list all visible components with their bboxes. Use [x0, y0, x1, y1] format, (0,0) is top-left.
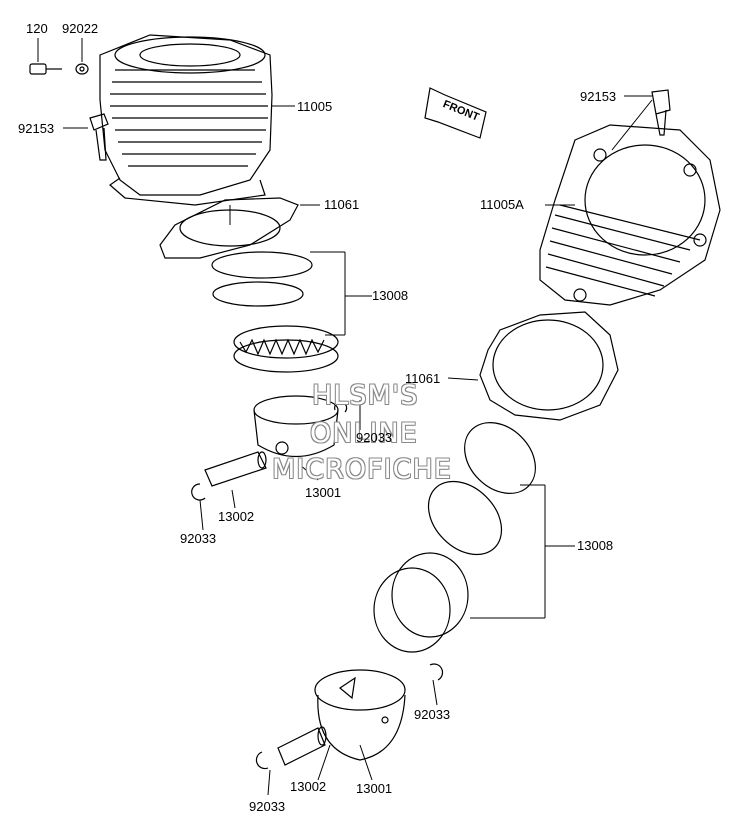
clip-92033-bottom — [255, 751, 269, 770]
label-92033-bottom: 92033 — [249, 799, 286, 814]
gasket-11061-right — [479, 311, 619, 421]
gasket-11061-top — [159, 197, 299, 259]
label-120: 120 — [26, 21, 48, 36]
label-13008-bottom: 13008 — [577, 538, 614, 553]
rings-13008-top — [211, 251, 339, 373]
label-13001-top: 13001 — [305, 485, 342, 500]
pin-13002-top — [204, 451, 267, 487]
watermark-line2: ONLINE — [310, 418, 418, 449]
label-13002-bottom: 13002 — [290, 779, 327, 794]
cylinder-11005 — [99, 34, 273, 206]
piston-13001-top — [253, 395, 339, 458]
label-92033-mid: 92033 — [356, 430, 393, 445]
label-13001-bottom: 13001 — [356, 781, 393, 796]
clip-92033-left — [191, 483, 206, 501]
label-92022: 92022 — [62, 21, 99, 36]
label-92153-right: 92153 — [580, 89, 617, 104]
label-11005A: 11005A — [480, 197, 524, 212]
rings-13008-bottom — [373, 422, 536, 653]
watermark-line3: MICROFICHE — [272, 454, 452, 485]
piston-13001-bottom — [314, 669, 406, 761]
label-11061-right: 11061 — [405, 371, 441, 386]
pin-13002-bottom — [277, 726, 327, 766]
label-11005: 11005 — [297, 99, 333, 114]
bolt-92153-right — [651, 89, 671, 136]
bolt-120 — [29, 63, 62, 75]
label-13008-top: 13008 — [372, 288, 409, 303]
clip-92033-mid — [334, 401, 348, 413]
cylinder-11005A — [539, 124, 721, 306]
label-13002-top: 13002 — [218, 509, 255, 524]
leader-lines — [37, 38, 653, 796]
watermark-line1: HLSM'S — [312, 380, 419, 411]
label-92153-left: 92153 — [18, 121, 55, 136]
label-11061-top: 11061 — [324, 197, 360, 212]
label-92033-right: 92033 — [414, 707, 451, 722]
washer-92022 — [75, 63, 89, 75]
label-92033-left: 92033 — [180, 531, 217, 546]
front-arrow-icon — [424, 87, 487, 139]
bolt-92153-left — [89, 113, 109, 161]
clip-92033-right — [429, 663, 444, 681]
